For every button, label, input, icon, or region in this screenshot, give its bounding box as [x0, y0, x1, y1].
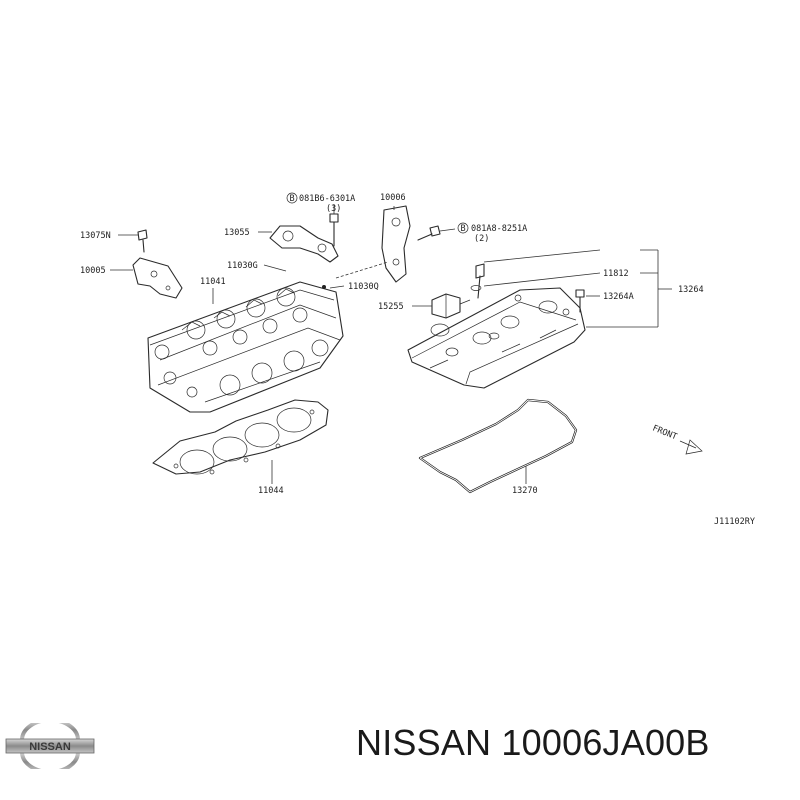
- label-15255: 15255: [378, 302, 404, 312]
- leader-lines: [110, 204, 672, 484]
- circle-b-text-1: B: [290, 194, 295, 204]
- label-13264: 13264: [678, 285, 704, 295]
- label-11030g: 11030G: [227, 261, 258, 271]
- label-10005: 10005: [80, 266, 106, 276]
- circle-b-mark-2: [457, 222, 469, 234]
- label-081a8: 081A8-8251A: [471, 224, 527, 234]
- label-13264a: 13264A: [603, 292, 634, 302]
- front-label: FRONT: [651, 424, 678, 443]
- bolt-13075n-drawing: [137, 229, 148, 253]
- label-081b6-qty: (3): [326, 204, 341, 214]
- label-081b6: 081B6-6301A: [299, 194, 355, 204]
- part-number-caption: NISSAN 10006JA00B: [356, 722, 710, 763]
- label-11044: 11044: [258, 486, 284, 496]
- label-11041: 11041: [200, 277, 226, 287]
- bracket-10005-drawing: [132, 257, 183, 299]
- label-13270: 13270: [512, 486, 538, 496]
- label-13075n: 13075N: [80, 231, 111, 241]
- bolt-081a8-drawing: [417, 225, 441, 241]
- cylinder-head-drawing: [147, 281, 344, 413]
- bracket-10006-drawing: [381, 205, 411, 283]
- label-13055: 13055: [224, 228, 250, 238]
- front-arrow-icon: [679, 439, 703, 455]
- sensor-15255-drawing: [431, 293, 471, 319]
- logo-text: NISSAN: [29, 741, 71, 753]
- label-11030q: 11030Q: [348, 282, 379, 292]
- circle-b-mark-1: [286, 192, 298, 204]
- label-081a8-qty: (2): [474, 234, 489, 244]
- bolt-13264a-drawing: [575, 289, 585, 313]
- label-11812: 11812: [603, 269, 629, 279]
- diagram-code: J11102RY: [714, 517, 755, 527]
- label-10006: 10006: [380, 193, 406, 203]
- nissan-logo: NISSAN: [5, 723, 95, 769]
- cover-13055-drawing: [269, 225, 339, 263]
- rocker-gasket-drawing: [418, 398, 578, 494]
- rocker-cover-drawing: [407, 287, 586, 389]
- circle-b-text-2: B: [461, 224, 466, 234]
- bolt-081b6-drawing: [329, 213, 339, 247]
- pcv-valve-drawing: [470, 263, 485, 299]
- head-gasket-drawing: [152, 399, 329, 475]
